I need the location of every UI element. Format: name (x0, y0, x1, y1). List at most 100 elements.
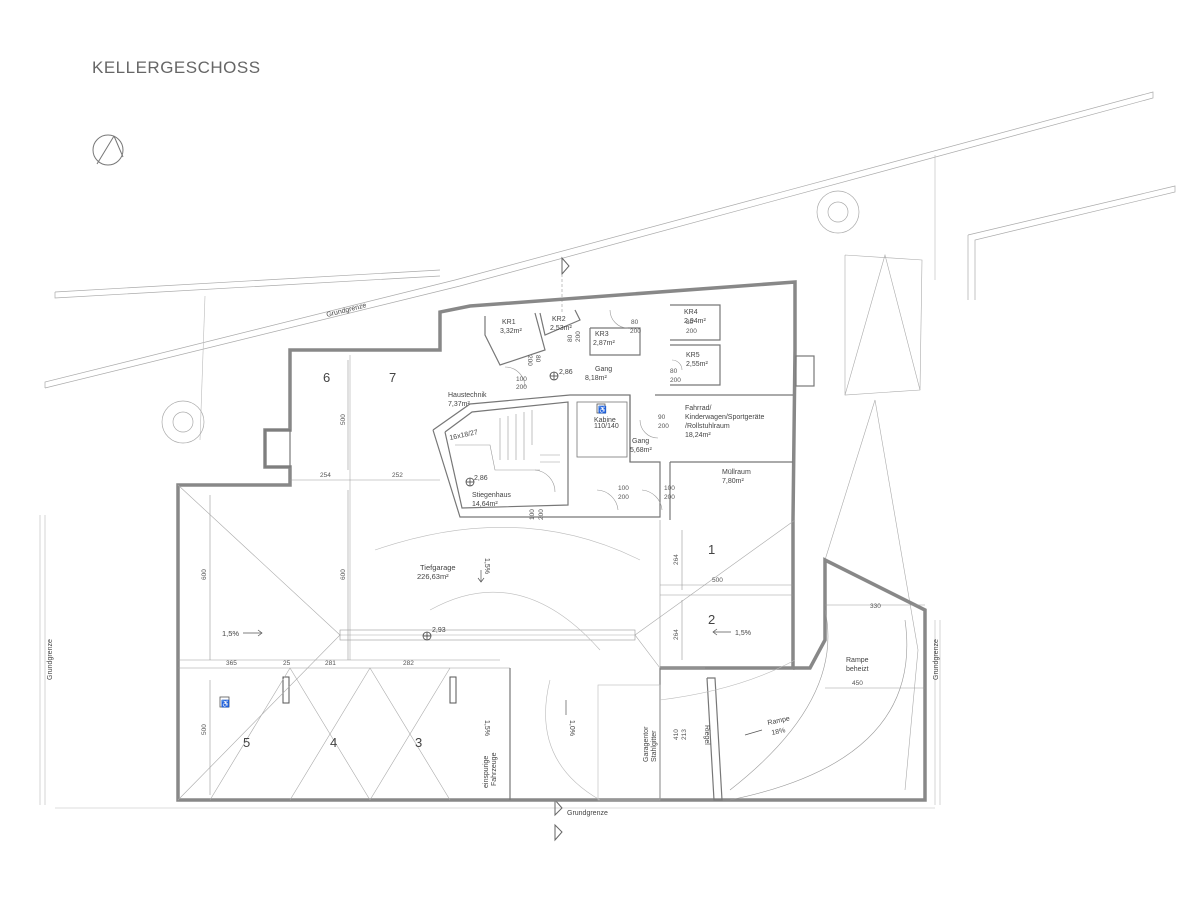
door-fahrrad-height: 200 (658, 423, 669, 430)
partitions (178, 304, 925, 801)
rampe-beheizt-2: beheizt (846, 666, 869, 673)
room-kr5-name: KR5 (686, 352, 700, 359)
grundgrenze-right: Grundgrenze (933, 639, 940, 680)
slope-annotations: 1,5% 1,5% 1,5% 1,5% 1,0% Rampe 18% (222, 558, 791, 737)
fahrzeuge-label: Fahrzeuge (491, 752, 498, 786)
dim-450: 450 (852, 680, 863, 687)
room-fahrrad-line1: Fahrrad/ (685, 405, 712, 412)
dim-213: 213 (681, 729, 688, 740)
dim-500-lower: 500 (201, 724, 208, 735)
door-kr5-height: 200 (670, 377, 681, 384)
dim-500-upper: 500 (340, 414, 347, 425)
room-haustechnik-name: Haustechnik (448, 392, 487, 399)
parking-space-1: 1 (708, 542, 715, 557)
room-kr2-area: 2,53m² (550, 325, 572, 332)
parking-space-5: 5 (243, 735, 250, 750)
room-fahrrad-line3: /Rollstuhlraum (685, 423, 730, 430)
room-kr3-name: KR3 (595, 331, 609, 338)
door-muell-height: 200 (664, 494, 675, 501)
section-marker-top (561, 256, 570, 312)
door-kr2-height: 200 (575, 331, 582, 342)
dim-282: 282 (403, 660, 414, 667)
parking-space-4: 4 (330, 735, 337, 750)
room-tiefgarage-name: Tiefgarage (420, 563, 456, 572)
elevation-garage: 2,93 (432, 627, 446, 634)
room-gang2-name: Gang (632, 438, 649, 445)
room-stiegenhaus-name: Stiegenhaus (472, 492, 511, 499)
garagentor-label: Garagentor (643, 726, 650, 762)
dim-600-mid: 600 (340, 569, 347, 580)
wheelchair-icon: ♿ (596, 403, 607, 414)
door-fahrrad-width: 90 (658, 414, 666, 421)
slope-space-2: 1,5% (735, 630, 751, 637)
building-walls (176, 280, 927, 802)
riegel-label: Riegel (703, 725, 710, 745)
door-kr2-width: 80 (567, 334, 574, 342)
door-kr3-width: 80 (631, 319, 639, 326)
svg-text:♿: ♿ (221, 699, 230, 708)
dimension-lines (178, 360, 925, 795)
room-kr4-name: KR4 (684, 309, 698, 316)
dim-410: 410 (673, 729, 680, 740)
dim-330: 330 (870, 603, 881, 610)
door-gang-height: 200 (516, 384, 527, 391)
door-gang2-height: 200 (618, 494, 629, 501)
dim-600-left: 600 (201, 569, 208, 580)
door-kr1-width: 80 (534, 355, 541, 363)
parking-space-6: 6 (323, 370, 330, 385)
dim-25: 25 (283, 660, 291, 667)
slope-lower-left: 1,5% (483, 720, 490, 736)
room-fahrrad-line2: Kinderwagen/Sportgeräte (685, 414, 764, 421)
door-kr5-width: 80 (670, 368, 678, 375)
parking-space-3: 3 (415, 735, 422, 750)
elevation-gang: 2,86 (559, 369, 573, 376)
room-kr1-name: KR1 (502, 319, 516, 326)
door-gang-width: 100 (516, 376, 527, 383)
door-kr3-height: 200 (630, 328, 641, 335)
dim-365: 365 (226, 660, 237, 667)
dim-252: 252 (392, 472, 403, 479)
grundgrenze-bottom: Grundgrenze (567, 810, 608, 817)
wheelchair-icon: ♿ (219, 696, 230, 708)
dim-500-right: 500 (712, 577, 723, 584)
stahlgitter-label: Stahlgitter (651, 730, 658, 762)
room-gang2-area: 5,68m² (630, 447, 652, 454)
slope-left: 1,5% (222, 629, 239, 638)
door-swings (504, 309, 683, 511)
plan-title: KELLERGESCHOSS (92, 58, 261, 77)
parking-space-7: 7 (389, 370, 396, 385)
dim-264-upper: 264 (673, 554, 680, 565)
elevation-marker-icon (549, 371, 559, 381)
door-muell-width: 100 (664, 485, 675, 492)
room-kabine-name: Kabine (594, 417, 616, 424)
grundgrenze-left: Grundgrenze (47, 639, 54, 680)
slope-garage-top: 1,5% (483, 558, 490, 574)
stairs-label: 16x18/27 (449, 429, 479, 442)
door-kr4-width: 80 (686, 319, 694, 326)
door-stiegenhaus-width: 100 (529, 509, 536, 520)
svg-text:♿: ♿ (598, 405, 607, 414)
elevation-marker-icon (422, 631, 432, 641)
rampe-beheizt-1: Rampe (846, 657, 869, 664)
room-gang1-name: Gang (595, 366, 612, 373)
room-kr4-area: 2,94m² (684, 318, 706, 325)
room-kr1-area: 3,32m² (500, 328, 522, 335)
room-stiegenhaus-area: 14,64m² (472, 501, 498, 508)
dim-254: 254 (320, 472, 331, 479)
door-gang2-width: 100 (618, 485, 629, 492)
room-haustechnik-area: 7,37m² (448, 401, 470, 408)
room-kr2-name: KR2 (552, 316, 566, 323)
room-muell-name: Müllraum (722, 469, 751, 476)
property-lines (39, 91, 1176, 809)
section-marker-bottom (554, 798, 563, 842)
elevation-marker-icon (465, 477, 475, 487)
dim-264-lower: 264 (673, 629, 680, 640)
room-kabine-size: 110/140 (594, 423, 619, 430)
rampe-slope: 18% (771, 727, 786, 737)
door-kr4-height: 200 (686, 328, 697, 335)
room-kr3-area: 2,87m² (593, 340, 615, 347)
room-kr5-area: 2,55m² (686, 361, 708, 368)
einspurige-label: einspurige (483, 756, 490, 788)
door-stiegenhaus-height: 200 (538, 509, 545, 520)
